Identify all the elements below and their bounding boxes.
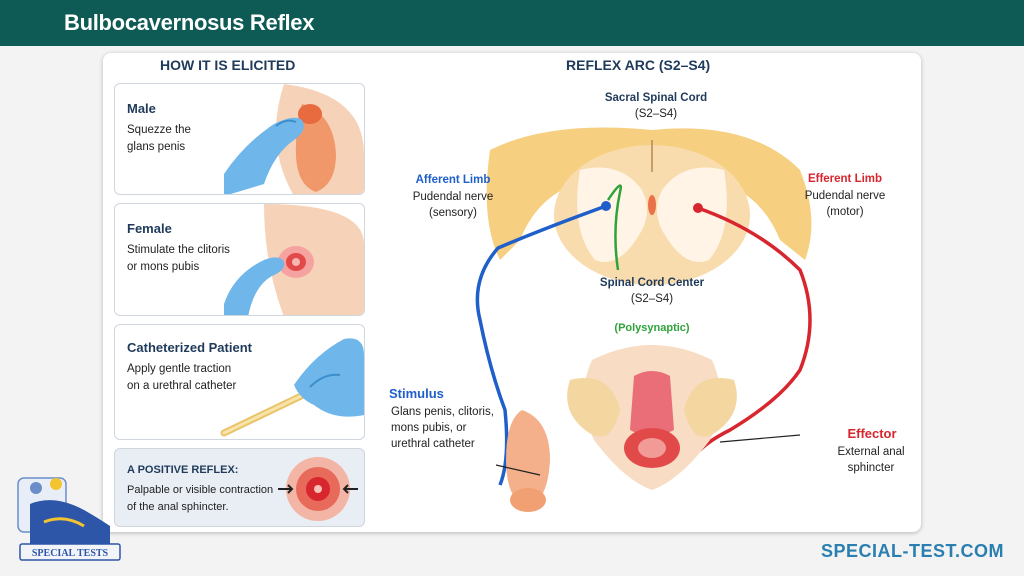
page-title: Bulbocavernosus Reflex: [64, 10, 315, 35]
center-sub: (S2–S4): [630, 293, 674, 305]
stimulus-title: Stimulus: [389, 386, 444, 401]
reflex-arc-diagram: [475, 127, 812, 512]
panel-female: Female Stimulate the clitoris or mons pu…: [114, 203, 365, 316]
panel-male-title: Male: [127, 101, 156, 116]
afferent-synapse: [601, 201, 611, 211]
sacral-sub: (S2–S4): [634, 108, 678, 120]
elicited-heading: HOW IT IS ELICITED: [160, 57, 296, 73]
site-url[interactable]: SPECIAL-TEST.COM: [821, 541, 1005, 561]
efferent-text: Pudendal nerve (motor): [804, 190, 886, 218]
title-bar: Bulbocavernosus Reflex: [0, 0, 1024, 46]
stimulus-text: Glans penis, clitoris, mons pubis, or ur…: [391, 406, 494, 450]
panel-male-text: Squezze the glans penis: [127, 124, 191, 153]
interneuron-line: [606, 184, 622, 271]
female-illustration: [224, 204, 364, 315]
panel-female-text: Stimulate the clitoris or mons pubis: [127, 244, 230, 273]
panel-catheterized-text: Apply gentle traction on a urethral cath…: [127, 363, 237, 392]
panel-male: Male Squezze the glans penis: [114, 83, 365, 195]
afferent-title: Afferent Limb: [415, 174, 491, 186]
special-tests-logo: SPECIAL TESTS: [17, 477, 121, 561]
afferent-nerve-line: [475, 204, 607, 486]
panel-positive-reflex: A POSITIVE REFLEX: Palpable or visible c…: [114, 448, 365, 527]
sacral-title: Sacral Spinal Cord: [604, 92, 708, 104]
male-illustration: [224, 84, 364, 194]
center-title: Spinal Cord Center: [599, 277, 705, 289]
positive-title: A POSITIVE REFLEX:: [127, 464, 239, 476]
logo-text: SPECIAL TESTS: [32, 548, 109, 559]
panel-catheterized: Catheterized Patient Apply gentle tracti…: [114, 324, 365, 440]
panel-female-title: Female: [127, 221, 172, 236]
genital-illustration: [506, 410, 550, 512]
afferent-text: Pudendal nerve (sensory): [412, 191, 494, 219]
efferent-title: Efferent Limb: [807, 173, 883, 185]
reflex-arc-heading: REFLEX ARC (S2–S4): [566, 57, 711, 73]
anal-sphincter-icon: [278, 457, 358, 521]
effector-pointer: [719, 434, 801, 443]
stimulus-pointer: [495, 464, 541, 476]
spinal-cord-cross-section: [486, 127, 812, 285]
effector-text: External anal sphincter: [837, 446, 905, 474]
panel-catheterized-title: Catheterized Patient: [127, 340, 252, 355]
polysynaptic-note: (Polysynaptic): [614, 322, 690, 334]
catheter-illustration: [220, 338, 364, 437]
efferent-synapse: [693, 203, 703, 213]
effector-title: Effector: [847, 426, 897, 441]
pelvis-illustration: [567, 345, 737, 490]
efferent-nerve-line: [697, 206, 812, 452]
positive-text: Palpable or visible contraction of the a…: [127, 484, 274, 513]
